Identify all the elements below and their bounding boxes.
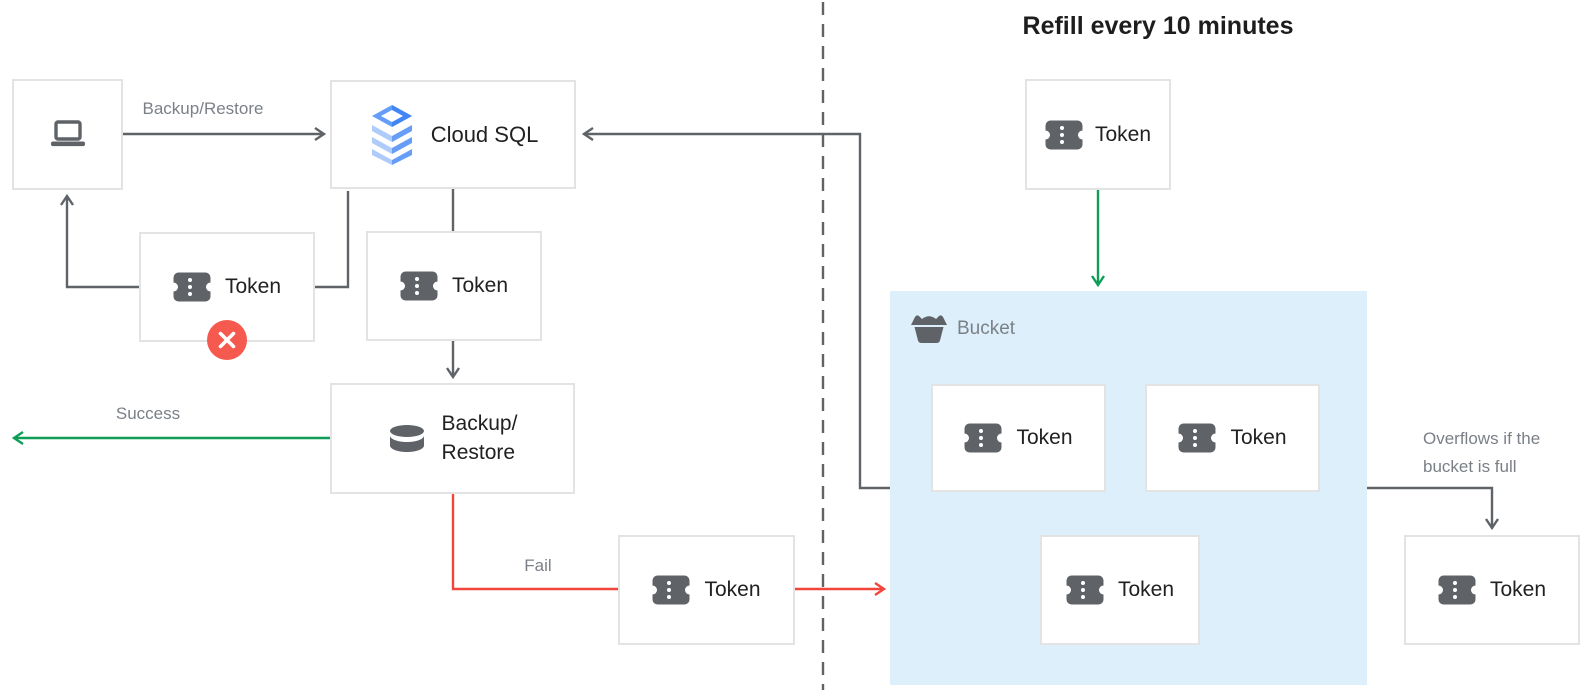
token-node-bucket-1: Token xyxy=(931,384,1106,492)
token-icon xyxy=(1178,423,1217,453)
backup-restore-edge-label: Backup/Restore xyxy=(142,99,264,118)
token-icon xyxy=(172,272,211,302)
bucket-label: Bucket xyxy=(957,318,1016,339)
token-node-overflow: Token xyxy=(1404,535,1580,645)
cloud-sql-icon xyxy=(371,104,412,165)
token-icon xyxy=(1065,575,1104,605)
error-x-badge xyxy=(207,320,247,360)
database-icon xyxy=(389,424,424,452)
token-label: Token xyxy=(1489,578,1547,601)
edge-bucket-to-cloudsql xyxy=(581,127,890,490)
success-label: Success xyxy=(115,404,181,423)
token-node-bucket-2: Token xyxy=(1145,384,1320,492)
bucket-header: Bucket xyxy=(910,313,1015,345)
backup-restore-node: Backup/ Restore xyxy=(330,383,575,494)
token-icon xyxy=(964,423,1003,453)
overflow-label-line1: Overflows if the xyxy=(1423,429,1541,448)
token-icon xyxy=(1437,575,1476,605)
bucket-icon xyxy=(911,315,947,343)
cloud-sql-node: Cloud SQL xyxy=(330,80,576,189)
token-label: Token xyxy=(1230,426,1287,449)
cloud-sql-label: Cloud SQL xyxy=(430,121,539,147)
token-node-pending: Token xyxy=(366,231,542,341)
laptop-icon xyxy=(50,119,85,146)
edge-overflow xyxy=(1367,486,1499,531)
overflow-label-line2: bucket is full xyxy=(1423,457,1517,476)
token-icon xyxy=(652,575,691,605)
client-laptop-node xyxy=(12,79,123,190)
token-node-fail: Token xyxy=(618,535,795,645)
fail-label: Fail xyxy=(524,556,552,575)
token-label: Token xyxy=(1117,578,1175,601)
token-label: Token xyxy=(704,578,761,601)
diagram-title: Refill every 10 minutes xyxy=(1022,12,1294,40)
backup-restore-label: Backup/ Restore xyxy=(441,412,518,464)
token-label: Token xyxy=(1016,426,1073,449)
token-label: Token xyxy=(451,274,509,297)
token-node-rejected: Token xyxy=(139,232,315,360)
token-node-refill: Token xyxy=(1025,79,1171,190)
token-node-bucket-3: Token xyxy=(1040,535,1200,645)
token-icon xyxy=(1044,120,1083,149)
edge-rejected-token-to-laptop xyxy=(60,193,139,289)
edge-fail xyxy=(451,494,618,591)
token-icon xyxy=(399,271,438,301)
edge-rejected-token-to-cloudsql xyxy=(315,191,350,289)
token-label: Token xyxy=(224,275,282,298)
error-x-icon xyxy=(207,320,247,360)
token-label: Token xyxy=(1094,122,1152,146)
overflow-label: Overflows if the bucket is full xyxy=(1423,425,1582,481)
